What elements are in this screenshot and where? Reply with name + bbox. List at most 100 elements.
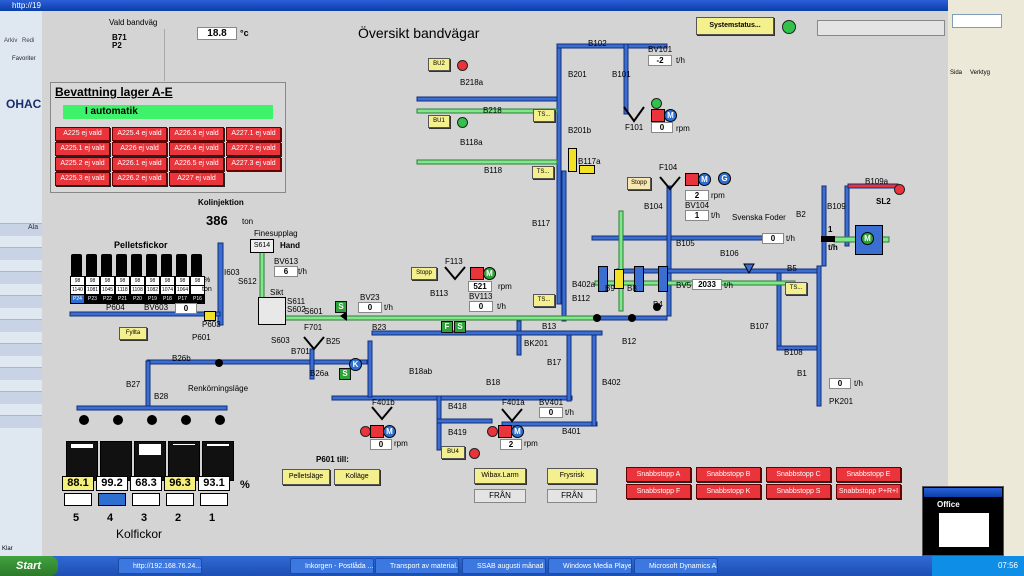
snabbstopp-button[interactable]: Snabbstopp A <box>626 467 691 482</box>
s614-box[interactable]: S614 <box>250 239 274 253</box>
kolfickor-select[interactable] <box>132 493 160 506</box>
left-nav-row[interactable] <box>0 247 42 260</box>
left-nav-row[interactable] <box>0 319 42 332</box>
ts-button-1[interactable]: TS... <box>533 294 555 307</box>
taskbar-item[interactable]: Transport av material... <box>375 558 459 574</box>
bevattning-cell[interactable]: A225.4 ej vald <box>112 127 167 141</box>
f104-rpm: 2 <box>685 190 709 201</box>
bevattning-cell[interactable]: A226 ej vald <box>112 142 167 156</box>
snabbstopp-button[interactable]: Snabbstopp C <box>766 467 831 482</box>
f104-motor-icon[interactable]: M <box>698 173 711 186</box>
bevattning-cell[interactable]: A226.2 ej vald <box>112 172 167 186</box>
bevattning-cell[interactable]: A225 ej vald <box>55 127 110 141</box>
f401a-rpm-unit: rpm <box>524 439 538 448</box>
kolfickor-bin <box>168 441 200 481</box>
bevattning-status: I automatik <box>63 105 273 119</box>
office-panel-icons[interactable] <box>939 513 989 547</box>
bevattning-cell[interactable]: A227.3 ej vald <box>226 157 281 171</box>
bevattning-cell[interactable]: A226.1 ej vald <box>112 157 167 171</box>
clock: 07:56 <box>997 561 1018 570</box>
left-nav-row[interactable] <box>0 415 42 428</box>
bevattning-cell[interactable]: A227.2 ej vald <box>226 142 281 156</box>
s-indicator-3: S <box>454 321 466 333</box>
pellet-cell: P21 <box>115 294 130 304</box>
bevattning-cell[interactable]: A225.2 ej vald <box>55 157 110 171</box>
left-nav-row[interactable] <box>0 295 42 308</box>
f104-rpm-unit: rpm <box>711 191 725 200</box>
kolfickor-select[interactable] <box>64 493 92 506</box>
page-menu[interactable]: Sida <box>950 70 963 76</box>
finesupplag-label: Finesupplag <box>254 229 298 238</box>
bevattning-cell[interactable]: A227.1 ej vald <box>226 127 281 141</box>
sl2-motor-icon[interactable]: M <box>861 232 874 245</box>
bevattning-cell[interactable]: A226.4 ej vald <box>169 142 224 156</box>
wibax-larm-button[interactable]: Wibax.Larm <box>474 468 526 484</box>
snabbstopp-button[interactable]: Snabbstopp K <box>696 484 761 499</box>
bevattning-cell[interactable]: A226.5 ej vald <box>169 157 224 171</box>
b118a-label: B118a <box>460 138 483 147</box>
motor-k-icon[interactable]: K <box>349 358 362 371</box>
stopp-button[interactable]: Stopp <box>411 267 437 280</box>
status-bar-text: Klar <box>2 546 13 552</box>
taskbar-item[interactable]: Inkorgen - Postlåda ... <box>290 558 374 574</box>
bv113-unit: t/h <box>497 302 506 311</box>
taskbar-item[interactable]: Microsoft Dynamics A... <box>634 558 718 574</box>
left-nav-row[interactable] <box>0 367 42 380</box>
kolfickor-select[interactable] <box>166 493 194 506</box>
pipe-b109 <box>844 185 850 247</box>
pelletsfickor-label: Pelletsfickor <box>114 240 168 250</box>
f401b-motor-icon[interactable]: M <box>383 425 396 438</box>
taskbar-item[interactable]: http://192.168.76.24.... <box>118 558 202 574</box>
pellet-bin <box>131 254 142 276</box>
f401a-motor-icon[interactable]: M <box>511 425 524 438</box>
snabbstopp-button[interactable]: Snabbstopp P+R+I <box>836 484 901 499</box>
left-heading: OHAC <box>6 97 42 111</box>
bu1-button[interactable]: BU1 <box>428 115 450 128</box>
taskbar-item[interactable]: Windows Media Player <box>548 558 632 574</box>
s603-label: S603 <box>271 336 290 345</box>
valve-b106 <box>743 263 755 275</box>
menu-redigera[interactable]: Redi <box>22 38 35 44</box>
frysrisk-button[interactable]: Frysrisk <box>547 468 597 484</box>
snabbstopp-button[interactable]: Snabbstopp S <box>766 484 831 499</box>
kollage-button[interactable]: Kolläge <box>334 469 380 485</box>
bv23-label: BV23 <box>360 293 380 302</box>
ts-button-4[interactable]: TS... <box>533 109 555 122</box>
s611-label: S611 <box>287 297 306 306</box>
f113-motor-icon[interactable]: M <box>483 267 496 280</box>
stopp-button-2[interactable]: Stopp <box>627 177 651 190</box>
search-input[interactable] <box>952 14 1002 28</box>
ts-button-2[interactable]: TS... <box>785 282 807 295</box>
menu-arkiv[interactable]: Arkiv <box>4 38 18 44</box>
sl2-gate <box>821 236 835 242</box>
left-nav-row[interactable] <box>0 343 42 356</box>
left-nav-row[interactable]: Ala <box>0 223 42 236</box>
pelletslage-button[interactable]: Pelletsläge <box>282 469 330 485</box>
junction <box>628 314 636 322</box>
kolfickor-select[interactable] <box>200 493 228 506</box>
systemstatus-button[interactable]: Systemstatus... <box>696 17 774 35</box>
left-nav-row[interactable] <box>0 391 42 404</box>
bevattning-cell[interactable]: A227 ej vald <box>169 172 224 186</box>
ts-button-3[interactable]: TS... <box>532 166 554 179</box>
f113-rpm: 521 <box>468 281 492 292</box>
bv104-unit: t/h <box>711 211 720 220</box>
taskbar-item[interactable]: SSAB augusti månad <box>462 558 546 574</box>
bevattning-cell[interactable]: A225.1 ej vald <box>55 142 110 156</box>
kolfickor-bin-cap <box>79 415 89 425</box>
left-nav-row[interactable] <box>0 271 42 284</box>
bu2-button[interactable]: BU2 <box>428 58 450 71</box>
bu4-button[interactable]: BU4 <box>441 446 465 459</box>
start-button[interactable]: Start <box>0 556 58 576</box>
bevattning-cell[interactable]: A226.3 ej vald <box>169 127 224 141</box>
snabbstopp-button[interactable]: Snabbstopp F <box>626 484 691 499</box>
f101-motor-icon[interactable]: M <box>664 109 677 122</box>
kolfickor-select[interactable] <box>98 493 126 506</box>
bevattning-cell[interactable]: A225.3 ej vald <box>55 172 110 186</box>
fyllta-button[interactable]: Fyllta <box>119 327 147 340</box>
snabbstopp-button[interactable]: Snabbstopp B <box>696 467 761 482</box>
b13-label: B13 <box>542 322 557 331</box>
favorites-button[interactable]: Favoriter <box>12 56 36 62</box>
tools-menu[interactable]: Verktyg <box>970 70 991 76</box>
snabbstopp-button[interactable]: Snabbstopp E <box>836 467 901 482</box>
